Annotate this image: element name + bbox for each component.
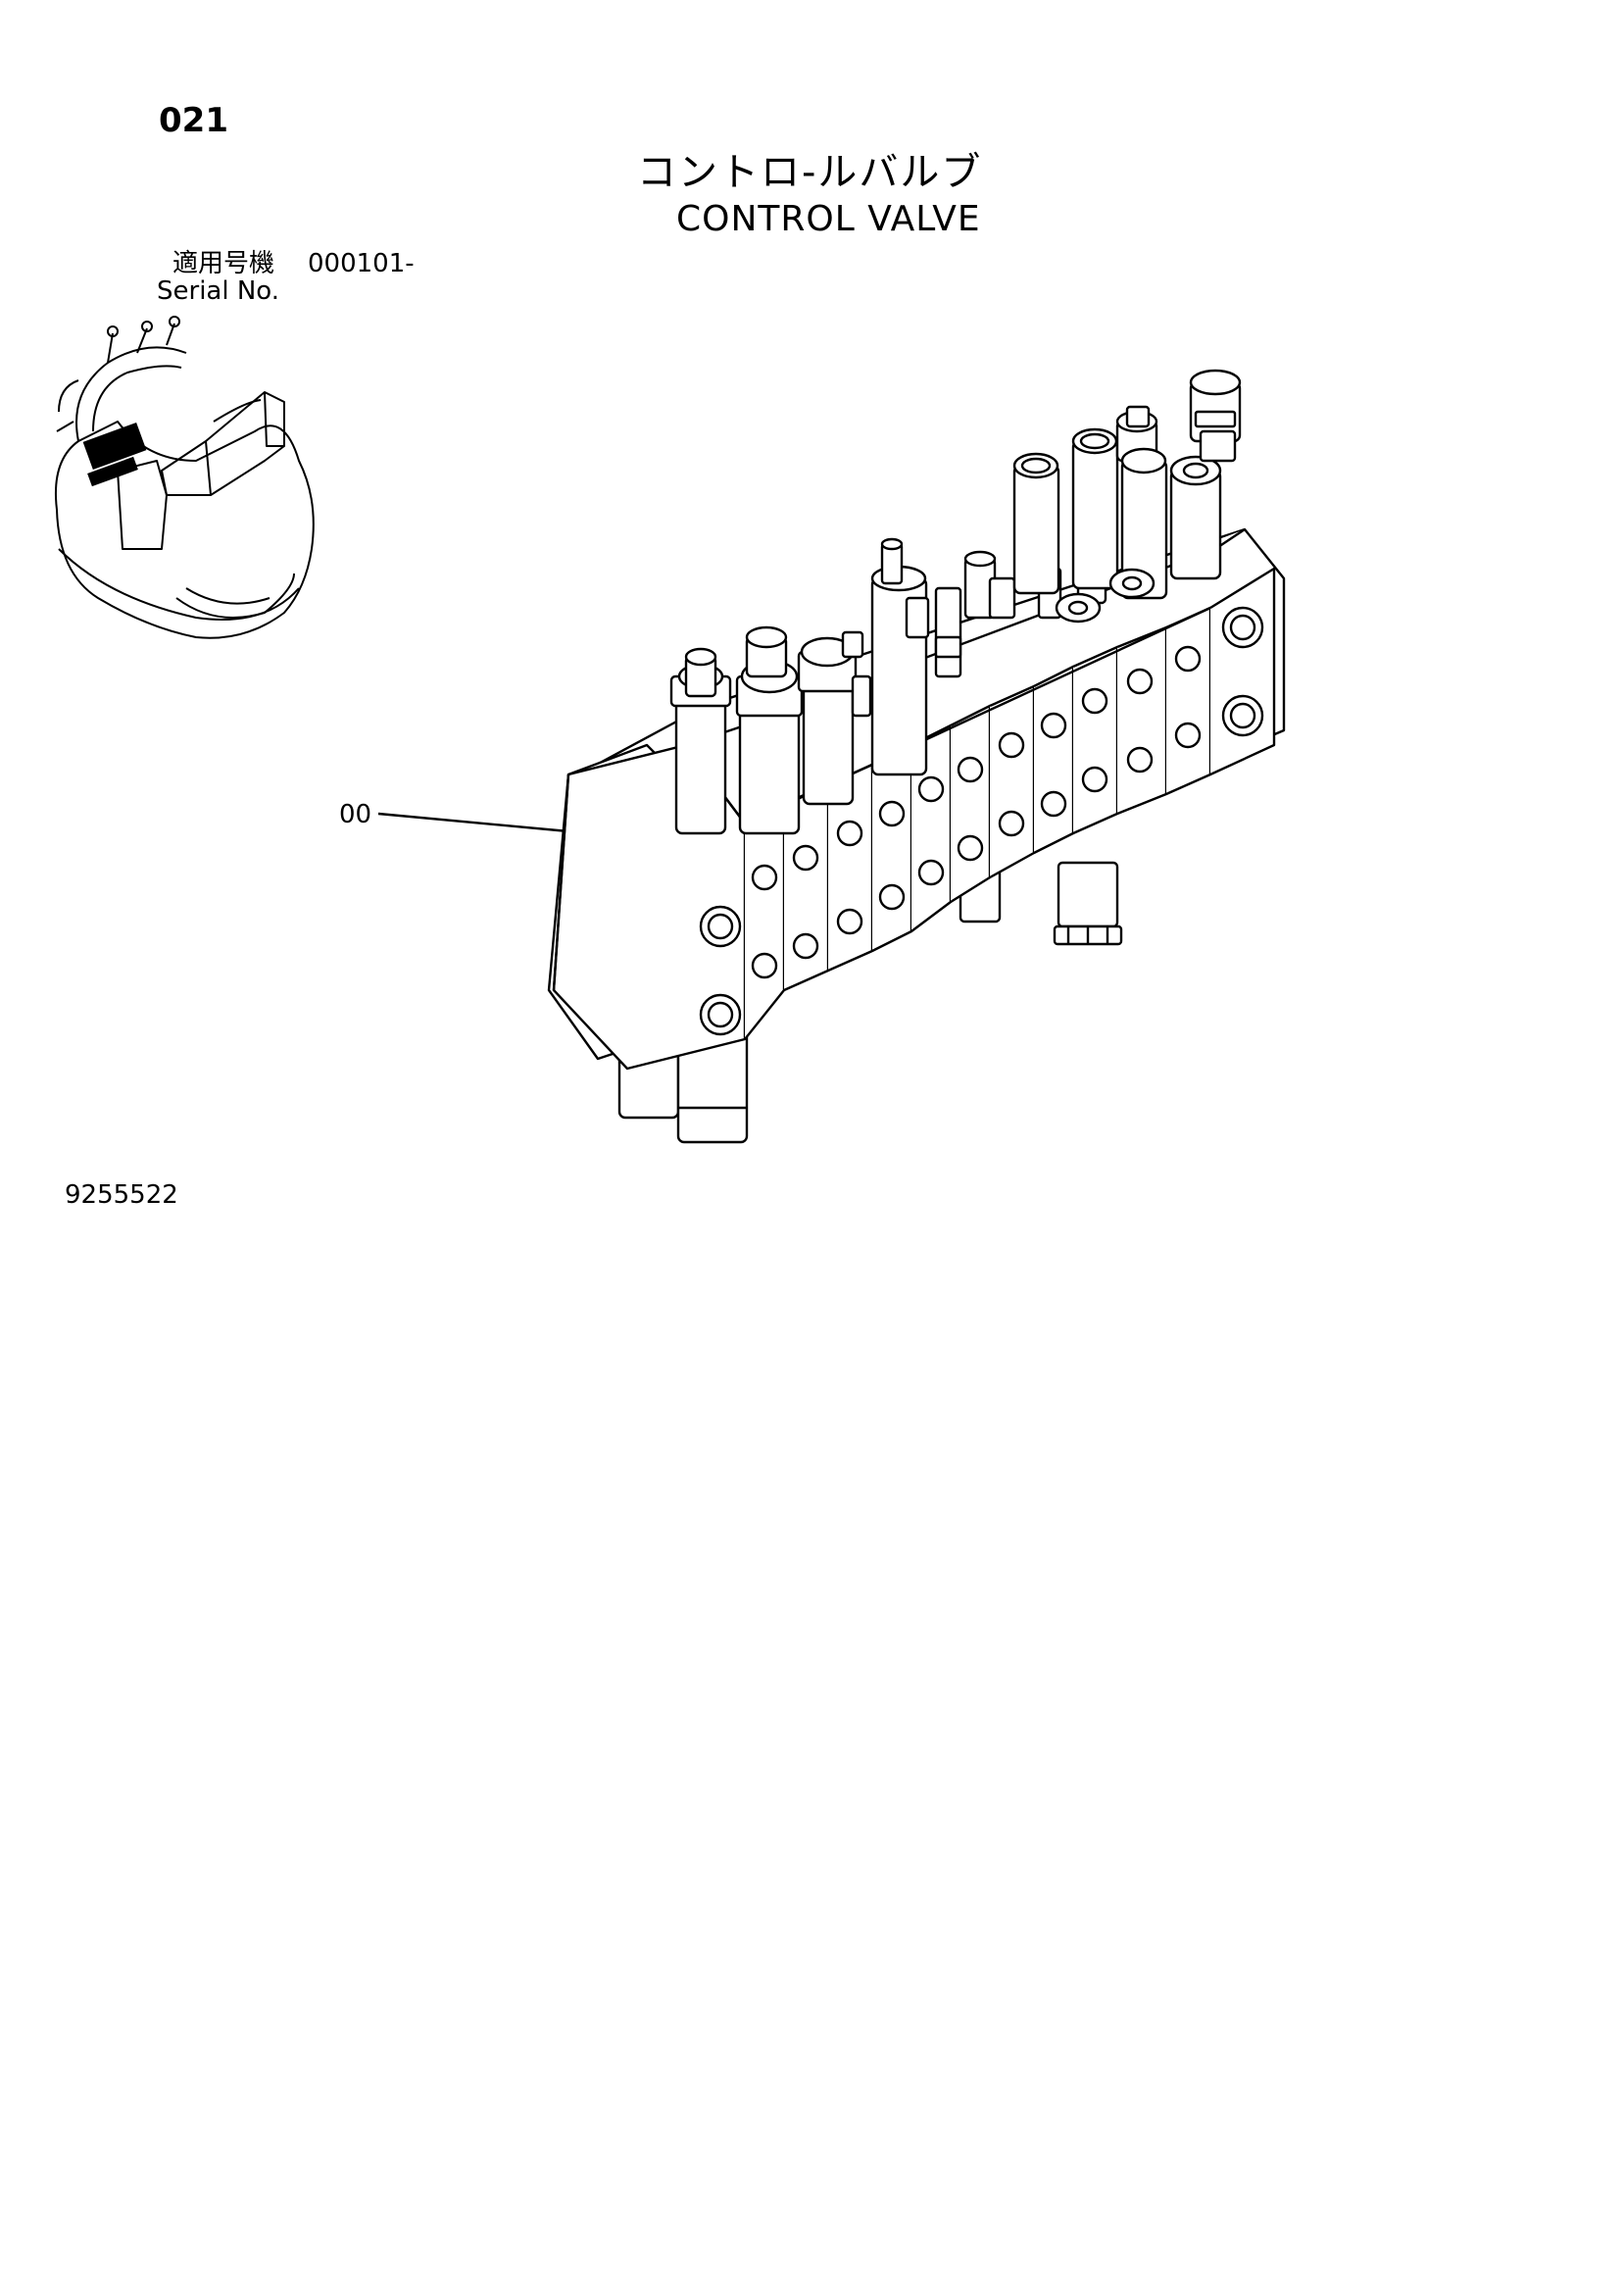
serial-label-english: Serial No. — [157, 276, 279, 306]
drawing-number: 9255522 — [65, 1180, 178, 1210]
title-english: CONTROL VALVE — [676, 199, 981, 239]
page-number: 021 — [159, 101, 228, 140]
serial-label-japanese: 適用号機 — [172, 249, 275, 278]
serial-value: 000101- — [308, 249, 415, 278]
title-japanese: コントロ-ルバルブ — [637, 150, 983, 195]
callout-reference: 00 — [339, 800, 372, 829]
